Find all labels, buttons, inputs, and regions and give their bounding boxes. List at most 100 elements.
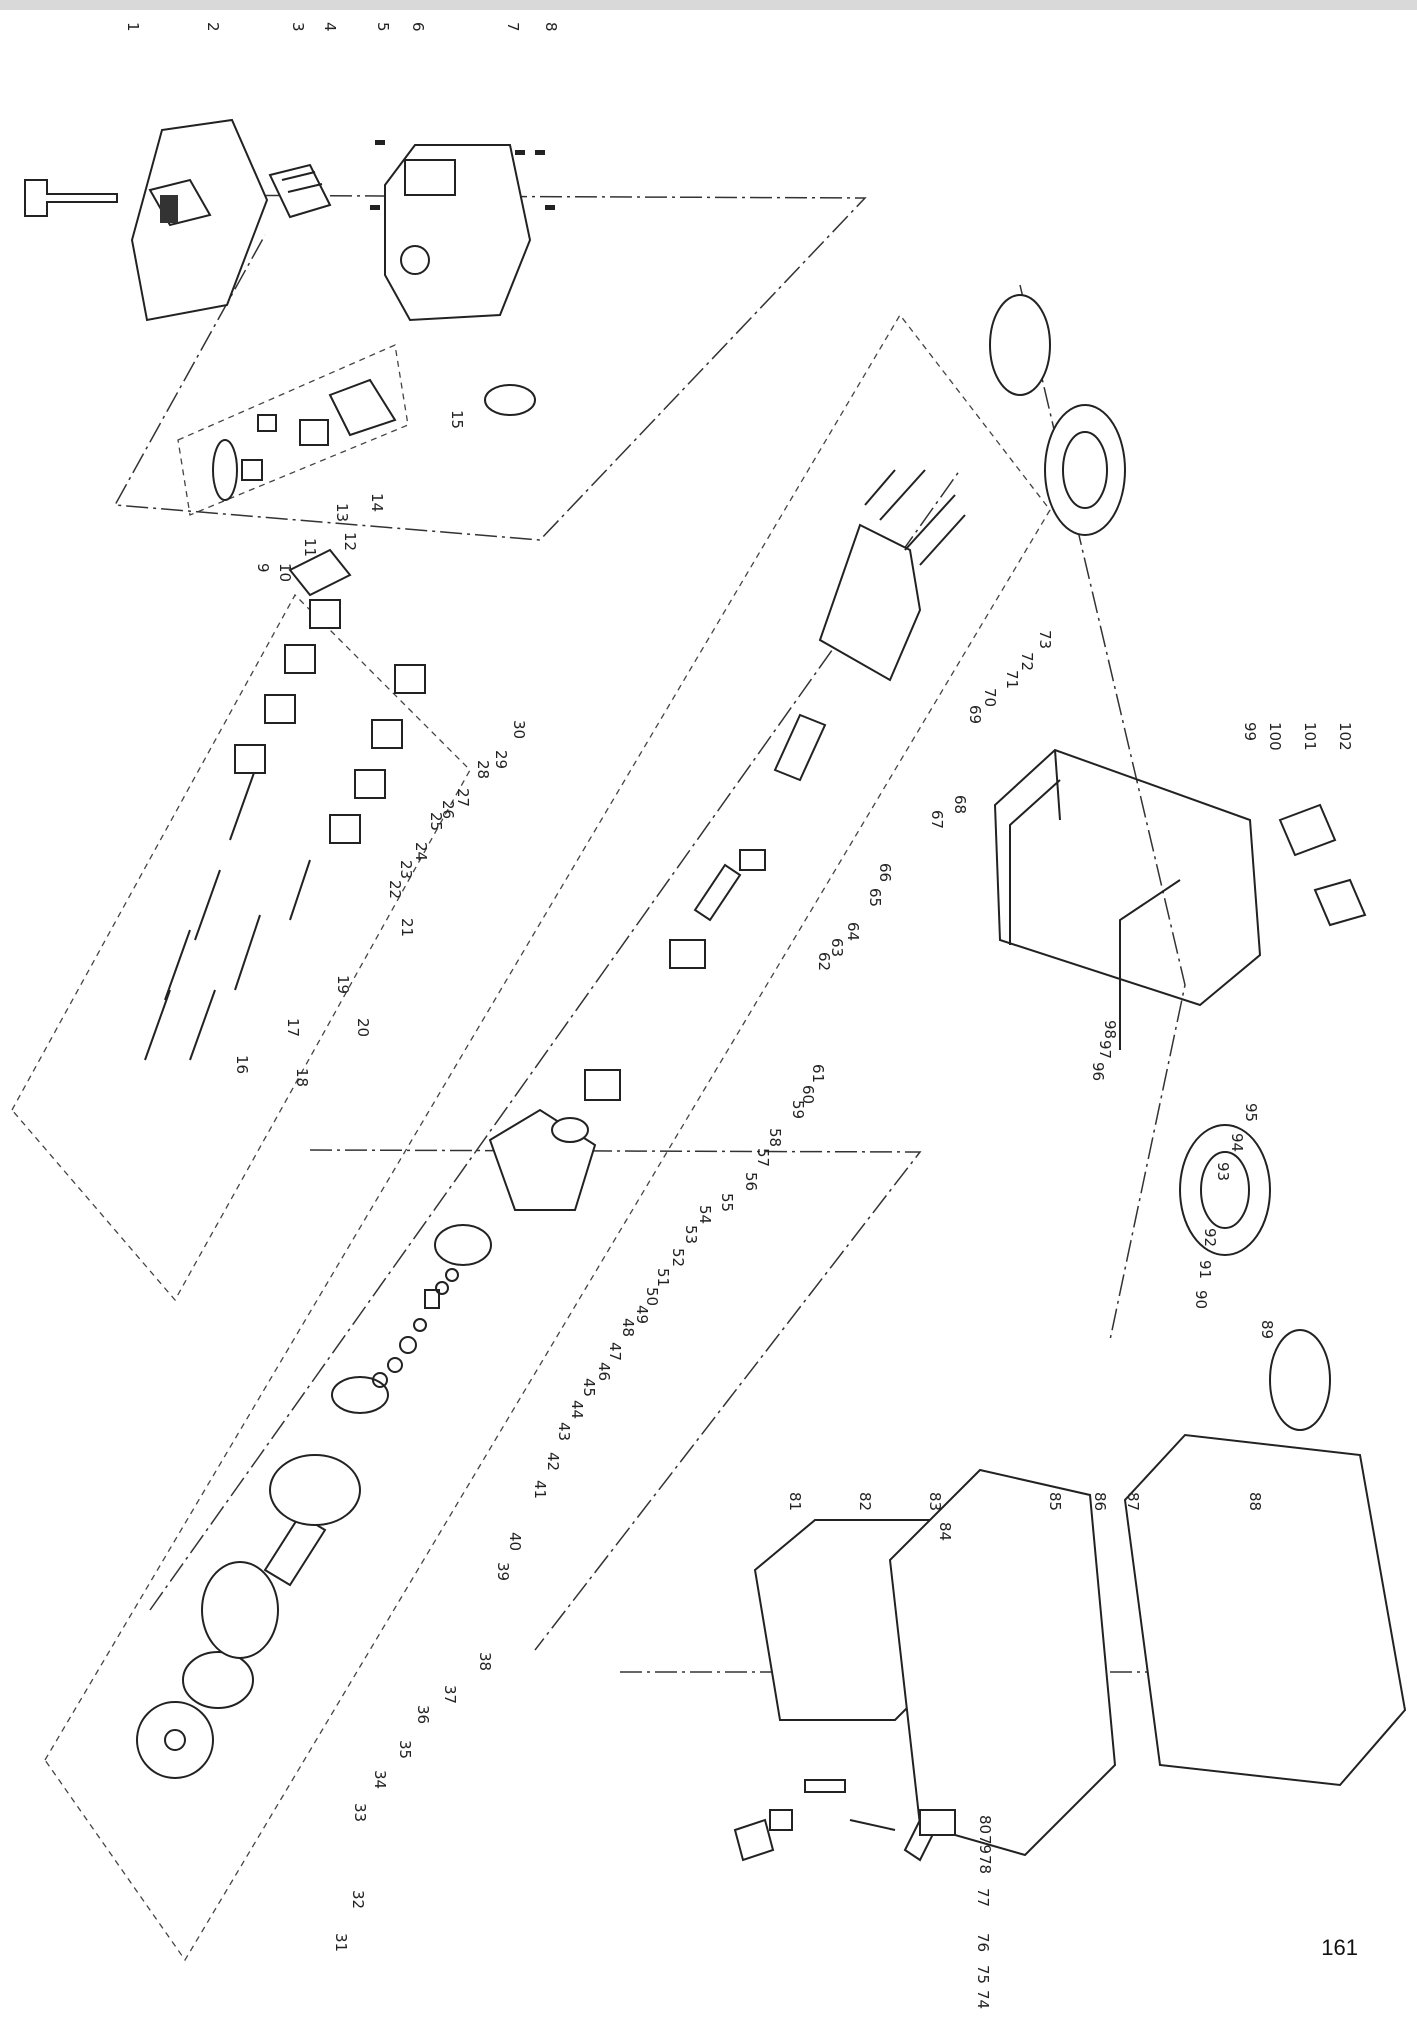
callout-4: 4 (321, 22, 339, 32)
top-gray-bar (0, 0, 1417, 10)
callout-57: 57 (754, 1148, 772, 1167)
part-11-knob (257, 414, 277, 432)
wiring-connector-parts (144, 599, 426, 1061)
callout-81: 81 (786, 1492, 804, 1511)
callout-84: 84 (936, 1522, 954, 1541)
callout-88: 88 (1246, 1492, 1264, 1511)
group-wiring-connectors (11, 593, 471, 1302)
callout-9: 9 (254, 563, 272, 573)
part-12-filter (288, 548, 352, 597)
part-14-box (328, 378, 397, 437)
callout-37: 37 (441, 1685, 459, 1704)
callout-92: 92 (1201, 1228, 1219, 1247)
part-10-switch (241, 459, 263, 481)
callout-90: 90 (1192, 1290, 1210, 1309)
part-62-carburetor-block (669, 939, 706, 969)
group-engine-alternator (44, 313, 1051, 1962)
callout-45: 45 (580, 1378, 598, 1397)
callout-86: 86 (1091, 1492, 1109, 1511)
callout-75: 75 (974, 1965, 992, 1984)
part-22-wire (289, 859, 311, 921)
callout-80: 80 (976, 1815, 994, 1834)
callout-12: 12 (341, 532, 359, 551)
callout-53: 53 (682, 1225, 700, 1244)
callout-30: 30 (510, 720, 528, 739)
part-20-wire (234, 914, 261, 991)
part-21-wire (229, 769, 256, 841)
connector-blocks (234, 599, 426, 844)
callout-10: 10 (276, 563, 294, 582)
callout-24: 24 (412, 842, 430, 861)
top-cover-parts (24, 118, 555, 416)
callout-23: 23 (397, 860, 415, 879)
callout-38: 38 (476, 1652, 494, 1671)
callout-70: 70 (981, 688, 999, 707)
part-32-flywheel-cover (182, 1651, 254, 1709)
callout-69: 69 (966, 705, 984, 724)
callout-76: 76 (974, 1933, 992, 1952)
callout-77: 77 (974, 1888, 992, 1907)
callout-79: 79 (976, 1835, 994, 1854)
callout-91: 91 (1196, 1260, 1214, 1279)
callout-102: 102 (1336, 722, 1354, 751)
callout-62: 62 (815, 952, 833, 971)
part-15-clamp (484, 384, 536, 416)
part-18-wire (189, 989, 216, 1061)
callout-74: 74 (974, 1990, 992, 2009)
callout-100: 100 (1266, 722, 1284, 751)
callout-6: 6 (409, 22, 427, 32)
callout-44: 44 (568, 1400, 586, 1419)
housing-parts (733, 1433, 1407, 1862)
callout-16: 16 (233, 1055, 251, 1074)
callout-21: 21 (398, 918, 416, 937)
callout-54: 54 (696, 1205, 714, 1224)
callout-97: 97 (1096, 1040, 1114, 1059)
callout-96: 96 (1089, 1062, 1107, 1081)
callout-85: 85 (1046, 1492, 1064, 1511)
callout-7: 7 (504, 22, 522, 32)
callout-47: 47 (606, 1342, 624, 1361)
callout-71: 71 (1003, 670, 1021, 689)
callout-89: 89 (1258, 1320, 1276, 1339)
callout-66: 66 (876, 863, 894, 882)
callout-26: 26 (439, 800, 457, 819)
bolts-70-73 (864, 469, 966, 566)
control-panel-parts (212, 378, 397, 597)
callout-11: 11 (301, 538, 319, 557)
parts-74-80-small (733, 1779, 956, 1862)
part-2-top-cover (130, 118, 269, 322)
callout-27: 27 (454, 788, 472, 807)
callout-2: 2 (204, 22, 222, 32)
callout-94: 94 (1228, 1133, 1246, 1152)
callout-68: 68 (951, 795, 969, 814)
callout-35: 35 (396, 1740, 414, 1759)
callout-15: 15 (448, 410, 466, 429)
engine-alternator-parts (136, 469, 966, 1779)
part-40-gasket (331, 1376, 389, 1414)
callout-82: 82 (856, 1492, 874, 1511)
part-6-front-cover (384, 144, 532, 322)
callout-19: 19 (334, 975, 352, 994)
callout-59: 59 (789, 1100, 807, 1119)
frame-and-wheels (989, 294, 1367, 1431)
callout-50: 50 (643, 1287, 661, 1306)
part-wheel-top (1044, 404, 1126, 536)
part-39-housing (269, 1454, 361, 1526)
callout-8: 8 (542, 22, 560, 32)
part-102-foot (1278, 803, 1337, 857)
callout-98: 98 (1101, 1020, 1119, 1039)
callout-34: 34 (371, 1770, 389, 1789)
part-59-bracket (584, 1069, 621, 1101)
part-1-key (24, 179, 118, 217)
callout-39: 39 (494, 1562, 512, 1581)
part-3-panel-trim (268, 163, 332, 219)
callout-3: 3 (289, 22, 307, 32)
assembly-boundaries (11, 313, 1051, 1962)
part-38-stator (263, 1513, 327, 1587)
page-number: 161 (1321, 1935, 1358, 1960)
part-56-spring (551, 1117, 589, 1143)
callout-43: 43 (555, 1422, 573, 1441)
callout-95: 95 (1242, 1103, 1260, 1122)
